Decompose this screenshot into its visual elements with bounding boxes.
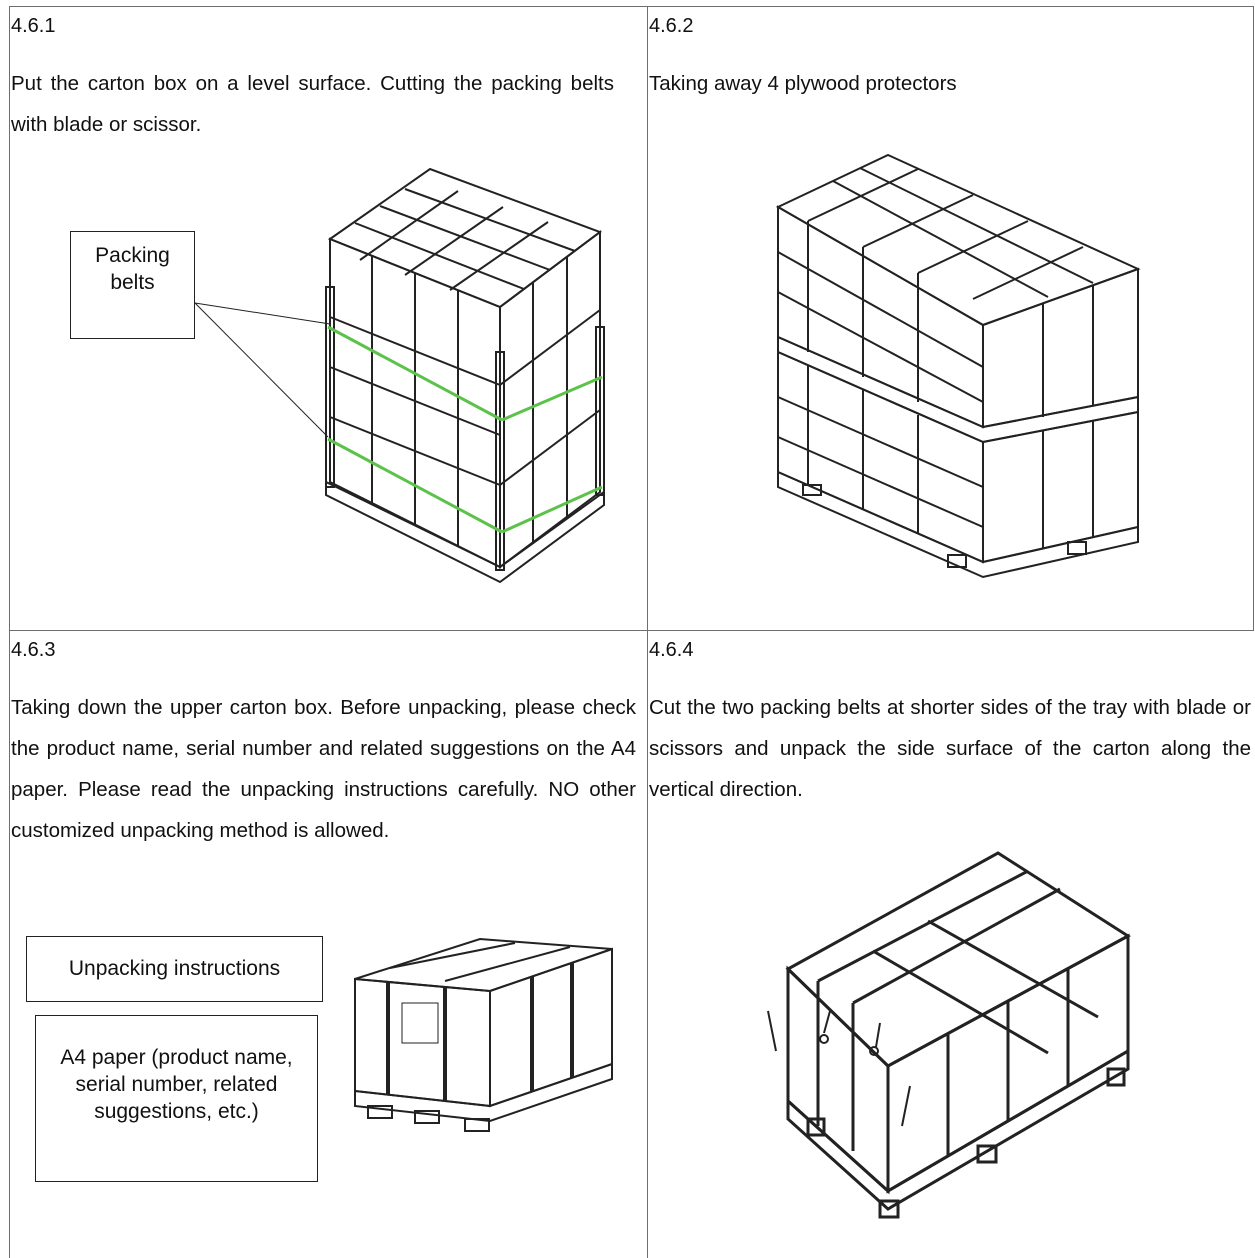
carton-with-belts-illustration: [194, 167, 605, 584]
unpacking-instructions-callout: Unpacking instructions: [26, 936, 323, 1002]
column-divider: [647, 7, 648, 1258]
a4-paper-callout: A4 paper (product name, serial number, r…: [35, 1015, 318, 1182]
row-divider: [10, 630, 1254, 631]
right-border: [1253, 7, 1254, 631]
step-number: 4.6.1: [11, 15, 56, 37]
step-text: Cut the two packing belts at shorter sid…: [649, 696, 1251, 801]
stacked-cartons-illustration: [775, 153, 1141, 579]
carton-with-labels-illustration: [354, 937, 613, 1132]
step-text: Put the carton box on a level surface. C…: [11, 72, 614, 136]
step-text: Taking down the upper carton box. Before…: [11, 696, 636, 842]
step-cell-4-6-1: 4.6.1 Put the carton box on a level surf…: [10, 7, 646, 629]
carton-cutting-illustration: [767, 851, 1131, 1219]
step-cell-4-6-4: 4.6.4 Cut the two packing belts at short…: [648, 631, 1253, 1258]
step-cell-4-6-2: 4.6.2 Taking away 4 plywood protectors: [648, 7, 1253, 629]
step-number: 4.6.2: [649, 15, 694, 37]
step-cell-4-6-3: 4.6.3 Taking down the upper carton box. …: [10, 631, 646, 1258]
step-number: 4.6.3: [11, 639, 56, 661]
step-number: 4.6.4: [649, 639, 694, 661]
instruction-table: 4.6.1 Put the carton box on a level surf…: [9, 6, 1254, 1258]
packing-belts-callout: Packing belts: [70, 231, 195, 339]
step-text: Taking away 4 plywood protectors: [649, 72, 957, 95]
